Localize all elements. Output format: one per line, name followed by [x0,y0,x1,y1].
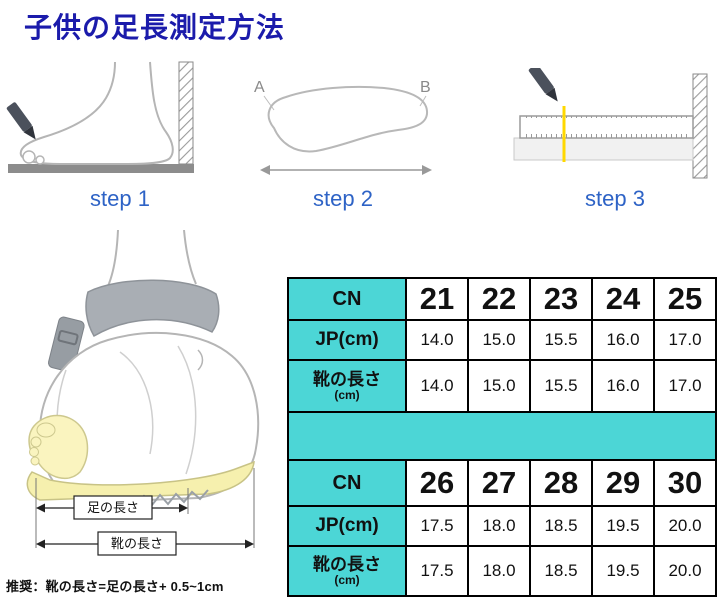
size-cell: 22 [467,277,531,321]
table-separator-row [287,411,717,461]
table-row: 靴の長さ (cm) 14.0 15.0 15.5 16.0 17.0 [287,359,717,413]
marker-a: A [254,79,265,96]
size-cell: 18.5 [529,505,593,547]
ankle-mark [197,349,204,371]
step3-label: step 3 [585,186,645,211]
size-cell: 25 [653,277,717,321]
size-cell: 30 [653,459,717,507]
foot-side-outline [19,61,174,165]
arrowhead-left [36,539,45,549]
arrowhead-right [422,165,432,175]
row-label-jp: JP(cm) [287,505,407,547]
table-row: CN 21 22 23 24 25 [287,277,717,321]
arrowhead-right [245,539,254,549]
toe [35,155,45,165]
foot-length-label: 足の長さ [87,500,139,515]
shoe-length-label-box [97,531,177,556]
table-edge [513,137,694,161]
size-cell: 17.5 [405,545,469,597]
row-label-cn: CN [287,277,407,321]
step1-label: step 1 [90,186,150,211]
table-separator [287,411,717,461]
arrowhead-left [36,503,45,513]
big-toe [36,422,56,438]
wall [178,61,194,165]
size-cell: 29 [591,459,655,507]
row-label-shoe-length-unit: (cm) [334,572,360,587]
shoe-illustration: 足の長さ 靴の長さ [26,230,260,556]
pencil-icon [6,102,36,140]
pencil-icon [528,68,558,102]
toe [30,456,40,466]
step2-illustration: A B [254,79,432,175]
table-row: JP(cm) 17.5 18.0 18.5 19.5 20.0 [287,505,717,547]
decor-seam [177,345,197,475]
size-cell: 20.0 [653,545,717,597]
row-label-shoe-length-text: 靴の長さ [313,554,381,574]
toe [29,447,39,457]
arrowhead-right [179,503,188,513]
sole [26,460,255,501]
size-cell: 14.0 [405,359,469,413]
size-cell: 15.5 [529,359,593,413]
size-cell: 20.0 [653,505,717,547]
size-cell: 23 [529,277,593,321]
size-cell: 26 [405,459,469,507]
size-cell: 27 [467,459,531,507]
size-cell: 17.5 [405,505,469,547]
size-cell: 24 [591,277,655,321]
table-row: JP(cm) 14.0 15.0 15.5 16.0 17.0 [287,319,717,361]
row-label-shoe-length: 靴の長さ (cm) [287,545,407,597]
guide-line [263,95,275,111]
recommendation-note: 推奨：靴の長さ=足の長さ+ 0.5~1cm [6,579,224,594]
size-cell: 14.0 [405,319,469,361]
row-label-jp: JP(cm) [287,319,407,361]
size-cell: 18.0 [467,545,531,597]
marker-b: B [420,79,431,96]
row-label-shoe-length-unit: (cm) [334,387,360,402]
foot-length-label-box [73,495,153,520]
row-label-cn: CN [287,459,407,507]
step2-label: step 2 [313,186,373,211]
size-cell: 21 [405,277,469,321]
floor [8,164,194,173]
toe [30,436,42,448]
size-cell: 15.0 [467,359,531,413]
ankle-cuff [85,279,220,338]
leg-outline [183,230,197,285]
size-cell: 18.0 [467,505,531,547]
step1-illustration [6,61,194,173]
row-label-shoe-length-text: 靴の長さ [313,369,381,389]
ruler-ticks [522,116,691,138]
size-table: CN 21 22 23 24 25 JP(cm) 14.0 15.0 15.5 … [287,277,717,597]
size-cell: 17.0 [653,359,717,413]
table-row: 靴の長さ (cm) 17.5 18.0 18.5 19.5 20.0 [287,545,717,597]
size-cell: 17.0 [653,319,717,361]
size-cell: 28 [529,459,593,507]
foot-top-outline [267,85,429,153]
arrowhead-left [260,165,270,175]
decor-seam [119,351,154,455]
step3-illustration [513,68,708,179]
size-cell: 15.0 [467,319,531,361]
table-row: CN 26 27 28 29 30 [287,459,717,507]
size-cell: 16.0 [591,359,655,413]
shoe-length-label: 靴の長さ [111,536,163,551]
size-cell: 19.5 [591,545,655,597]
size-cell: 16.0 [591,319,655,361]
page-title: 子供の足長測定方法 [24,12,286,43]
size-cell: 19.5 [591,505,655,547]
toe [22,150,36,164]
leg-outline [107,230,119,287]
row-label-shoe-length: 靴の長さ (cm) [287,359,407,413]
size-cell: 15.5 [529,319,593,361]
size-cell: 18.5 [529,545,593,597]
wall [692,73,708,179]
